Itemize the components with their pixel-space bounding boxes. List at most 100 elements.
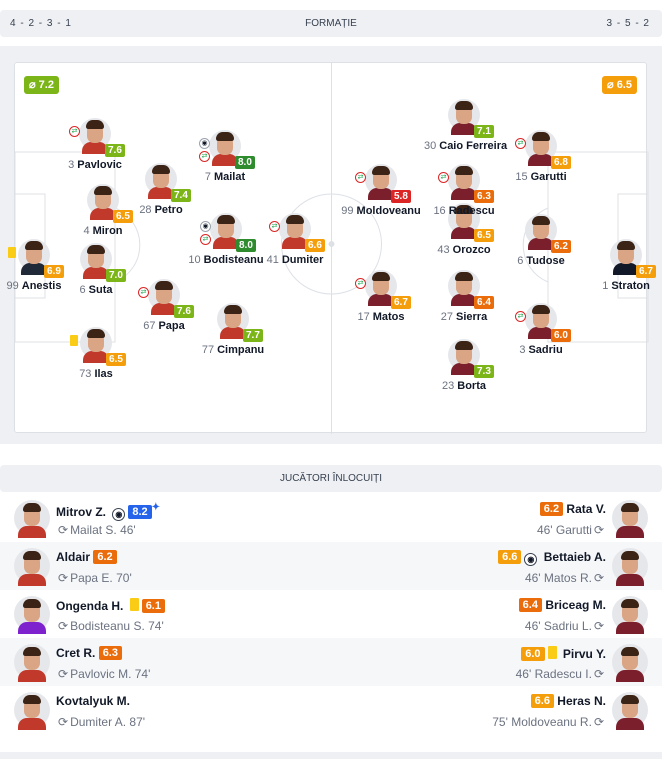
- player-name: Borta: [457, 380, 486, 392]
- yellow-card-icon: [70, 335, 78, 346]
- player-name: Orozco: [452, 244, 491, 256]
- substitution-icon: ⇄: [199, 151, 210, 162]
- player-hair: [532, 132, 550, 141]
- player-photo: [525, 130, 557, 166]
- player-name: Miron: [92, 225, 123, 237]
- player-name: Bodisteanu: [203, 254, 264, 266]
- substitute-replaced: 46' Radescu I.⟳: [516, 667, 606, 681]
- player-number: 77: [201, 344, 215, 356]
- player-events: ◉⇄: [199, 138, 211, 164]
- player-hair: [532, 216, 550, 225]
- top-rated-star-icon: ✦: [151, 502, 161, 513]
- replaced-player-text: Papa E. 70': [70, 571, 132, 585]
- replaced-player-text: Mailat S. 46': [70, 523, 136, 537]
- player-shirt: [213, 237, 239, 249]
- player-name: Anestis: [21, 280, 62, 292]
- substitute-rating: 8.2: [128, 505, 152, 519]
- substitute-name: Bettaieb A.: [543, 550, 606, 564]
- player-rating: 6.5: [474, 229, 494, 242]
- substitute-main-line: Cret R. 6.3: [56, 646, 122, 660]
- substitution-icon: ⇄: [355, 278, 366, 289]
- player-hair: [86, 120, 104, 129]
- substitute-replaced: 75' Moldoveanu R.⟳: [492, 715, 606, 729]
- player-number: 73: [79, 368, 92, 380]
- substitute-shirt: [616, 622, 644, 634]
- player-hair: [224, 305, 242, 314]
- player-number: 6: [79, 284, 86, 296]
- substitute-main-line: Mitrov Z. ◉8.2✦: [56, 502, 160, 521]
- substitute-main-line: Aldair 6.2: [56, 550, 117, 564]
- player-hair: [455, 272, 473, 281]
- player-shirt: [528, 327, 554, 339]
- player-rating: 7.6: [105, 144, 125, 157]
- player-hair: [216, 132, 234, 141]
- substitution-icon: ⇄: [515, 311, 526, 322]
- substitute-main-line: 6.6 Heras N.: [530, 694, 606, 708]
- substitution-icon: ⟳: [58, 667, 69, 681]
- player-name: Ilas: [94, 368, 113, 380]
- substitute-shirt: [18, 622, 46, 634]
- bottom-divider: [0, 752, 662, 759]
- yellow-card-icon: [129, 598, 139, 614]
- player-name: Matos: [372, 311, 405, 323]
- player-shirt: [451, 227, 477, 239]
- player-name: Suta: [88, 284, 113, 296]
- substitute-name: Ongenda H.: [56, 599, 124, 613]
- goal-ball-icon: ◉: [199, 138, 210, 149]
- formation-title: FORMAȚIE: [305, 18, 357, 29]
- player-name: Caio Ferreira: [439, 140, 508, 152]
- player-name: Pavlovic: [77, 159, 122, 171]
- replaced-player-text: Bodisteanu S. 74': [70, 619, 164, 633]
- player-rating: 6.7: [636, 265, 656, 278]
- player-number: 99: [341, 205, 354, 217]
- replaced-player-text: 46' Matos R.: [524, 571, 592, 585]
- substitute-hair: [23, 551, 41, 560]
- substitution-icon: ⟳: [593, 715, 604, 729]
- substitute-photo: [612, 548, 648, 586]
- substitute-photo: [612, 644, 648, 682]
- player-rating: 6.0: [551, 329, 571, 342]
- substitute-main-line: Ongenda H. 6.1: [56, 598, 165, 614]
- substitute-photo: [612, 692, 648, 730]
- player-number: 27: [440, 311, 454, 323]
- substitute-hair: [621, 551, 639, 560]
- substitute-photo: [612, 596, 648, 634]
- player-rating: 6.8: [551, 156, 571, 169]
- substitute-replaced: 46' Garutti⟳: [537, 523, 606, 537]
- player-number: 7: [204, 171, 211, 183]
- player-shirt: [368, 294, 394, 306]
- substitute-rating: 6.4: [518, 598, 542, 612]
- player-shirt: [90, 208, 116, 220]
- player-name: Moldoveanu: [356, 205, 421, 217]
- player-number: 10: [188, 254, 201, 266]
